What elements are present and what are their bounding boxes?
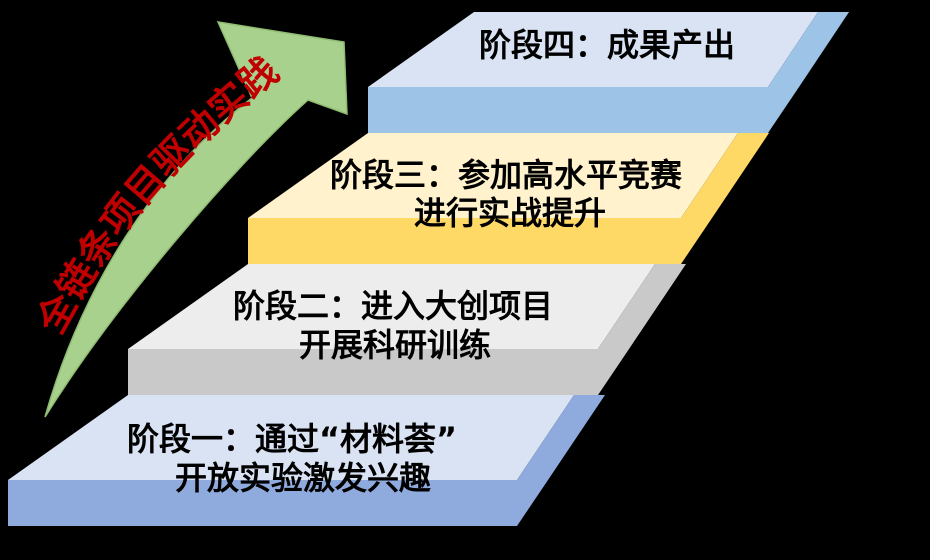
step-stage-1: 阶段一：通过“材料荟” 开放实验激发兴趣 bbox=[8, 395, 605, 526]
stage-1-label-line-1: 阶段一：通过“材料荟” bbox=[127, 420, 457, 458]
step-stage-4: 阶段四：成果产出 bbox=[368, 12, 849, 133]
growth-arrow bbox=[44, 21, 348, 418]
stage-4-top-face bbox=[368, 12, 818, 87]
stage-2-front-face bbox=[128, 349, 629, 395]
step-stage-3: 阶段三：参加高水平竞赛 进行实战提升 bbox=[248, 133, 769, 264]
step-stage-2: 阶段二：进入大创项目 开展科研训练 bbox=[128, 264, 686, 395]
stage-2-label-line-2: 开展科研训练 bbox=[299, 326, 491, 364]
stage-3-side-face bbox=[681, 133, 769, 218]
stage-1-top-face bbox=[8, 395, 574, 480]
stage-4-front-face bbox=[368, 87, 799, 133]
stage-2-label-line-1: 阶段二：进入大创项目 bbox=[233, 287, 553, 325]
stage-1-side-face bbox=[517, 395, 605, 480]
stage-2-side-face bbox=[598, 264, 686, 349]
stage-2-top-face bbox=[128, 264, 655, 349]
stage-3-front-face bbox=[248, 218, 712, 264]
stage-1-label-line-2: 开放实验激发兴趣 bbox=[175, 459, 431, 497]
stage-4-side-face bbox=[768, 12, 849, 87]
stage-3-top-face bbox=[248, 133, 738, 218]
stage-4-label-line-1: 阶段四：成果产出 bbox=[479, 26, 735, 64]
stage-3-label-line-1: 阶段三：参加高水平竞赛 bbox=[330, 156, 683, 194]
stage-1-front-face bbox=[8, 480, 548, 526]
stage-3-label-line-2: 进行实战提升 bbox=[414, 194, 606, 232]
